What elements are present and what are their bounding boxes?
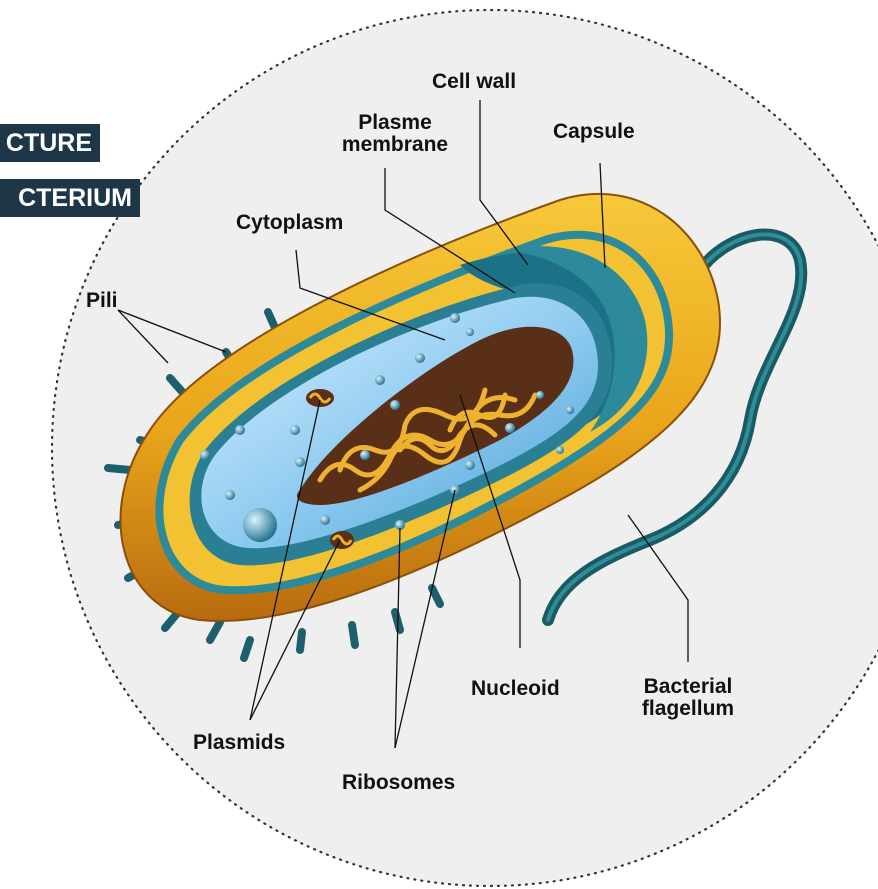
title-banner-line-1: CTURE bbox=[0, 124, 100, 162]
label-capsule: Capsule bbox=[553, 121, 635, 143]
label-plasmids: Plasmids bbox=[193, 732, 285, 754]
label-nucleoid: Nucleoid bbox=[471, 678, 560, 700]
label-plasme-membrane: Plasme membrane bbox=[335, 112, 455, 156]
label-bacterial-flagellum-line-1: Bacterial bbox=[628, 676, 748, 698]
title-banner-line-2: CTERIUM bbox=[0, 179, 140, 217]
label-plasme-membrane-line-1: Plasme bbox=[335, 112, 455, 134]
label-bacterial-flagellum-line-2: flagellum bbox=[628, 698, 748, 720]
label-ribosomes: Ribosomes bbox=[342, 772, 455, 794]
title-banner-text-2: CTERIUM bbox=[18, 179, 132, 217]
label-bacterial-flagellum: Bacterial flagellum bbox=[628, 676, 748, 720]
label-cytoplasm: Cytoplasm bbox=[236, 212, 343, 234]
label-cell-wall: Cell wall bbox=[432, 71, 516, 93]
title-banner-text-1: CTURE bbox=[6, 124, 92, 162]
label-plasme-membrane-line-2: membrane bbox=[335, 134, 455, 156]
label-pili: Pili bbox=[86, 290, 118, 312]
